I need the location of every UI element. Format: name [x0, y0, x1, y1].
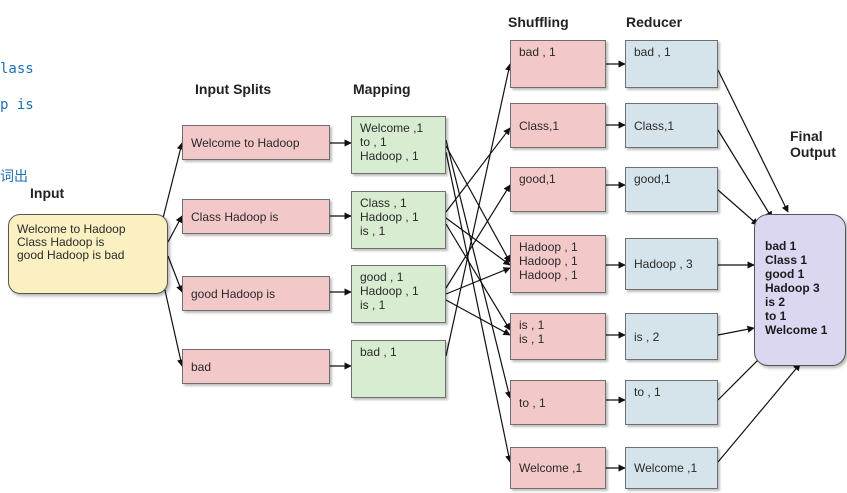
- overlay-fragment: 词出: [0, 169, 28, 185]
- overlay-fragment: lass: [0, 61, 34, 77]
- split-box: bad: [182, 349, 330, 384]
- header-final-output: Final Output: [790, 128, 836, 160]
- header-mapping: Mapping: [353, 81, 411, 97]
- shuffling-box: Hadoop , 1 Hadoop , 1 Hadoop , 1: [510, 235, 606, 293]
- reducer-box: Class,1: [625, 103, 718, 148]
- reducer-box: good,1: [625, 167, 718, 212]
- split-box: Welcome to Hadoop: [182, 125, 330, 160]
- reducer-box: Welcome ,1: [625, 447, 718, 489]
- overlay-fragment: p is: [0, 97, 34, 113]
- split-box: Class Hadoop is: [182, 199, 330, 234]
- shuffling-box: bad , 1: [510, 40, 606, 88]
- shuffling-box: to , 1: [510, 380, 606, 425]
- shuffling-box: Welcome ,1: [510, 447, 606, 489]
- reducer-box: to , 1: [625, 380, 718, 425]
- split-box: good Hadoop is: [182, 276, 330, 311]
- reducer-box: is , 2: [625, 313, 718, 360]
- header-reducer: Reducer: [626, 14, 683, 30]
- reducer-box: Hadoop , 3: [625, 238, 718, 290]
- mapping-box: Welcome ,1 to , 1 Hadoop , 1: [351, 116, 446, 174]
- mapping-box: Class , 1 Hadoop , 1 is , 1: [351, 191, 446, 249]
- mapping-box: good , 1 Hadoop , 1 is , 1: [351, 265, 446, 323]
- header-input: Input: [30, 185, 65, 201]
- header-input-splits: Input Splits: [195, 81, 272, 97]
- shuffling-box: Class,1: [510, 103, 606, 148]
- header-shuffling: Shuffling: [508, 14, 569, 30]
- shuffling-box: is , 1 is , 1: [510, 313, 606, 360]
- input-text-box: Welcome to Hadoop Class Hadoop is good H…: [8, 214, 168, 294]
- mapping-box: bad , 1: [351, 340, 446, 398]
- shuffling-box: good,1: [510, 167, 606, 212]
- final-output-box: bad 1 Class 1 good 1 Hadoop 3 is 2 to 1 …: [754, 214, 846, 366]
- reducer-box: bad , 1: [625, 40, 718, 88]
